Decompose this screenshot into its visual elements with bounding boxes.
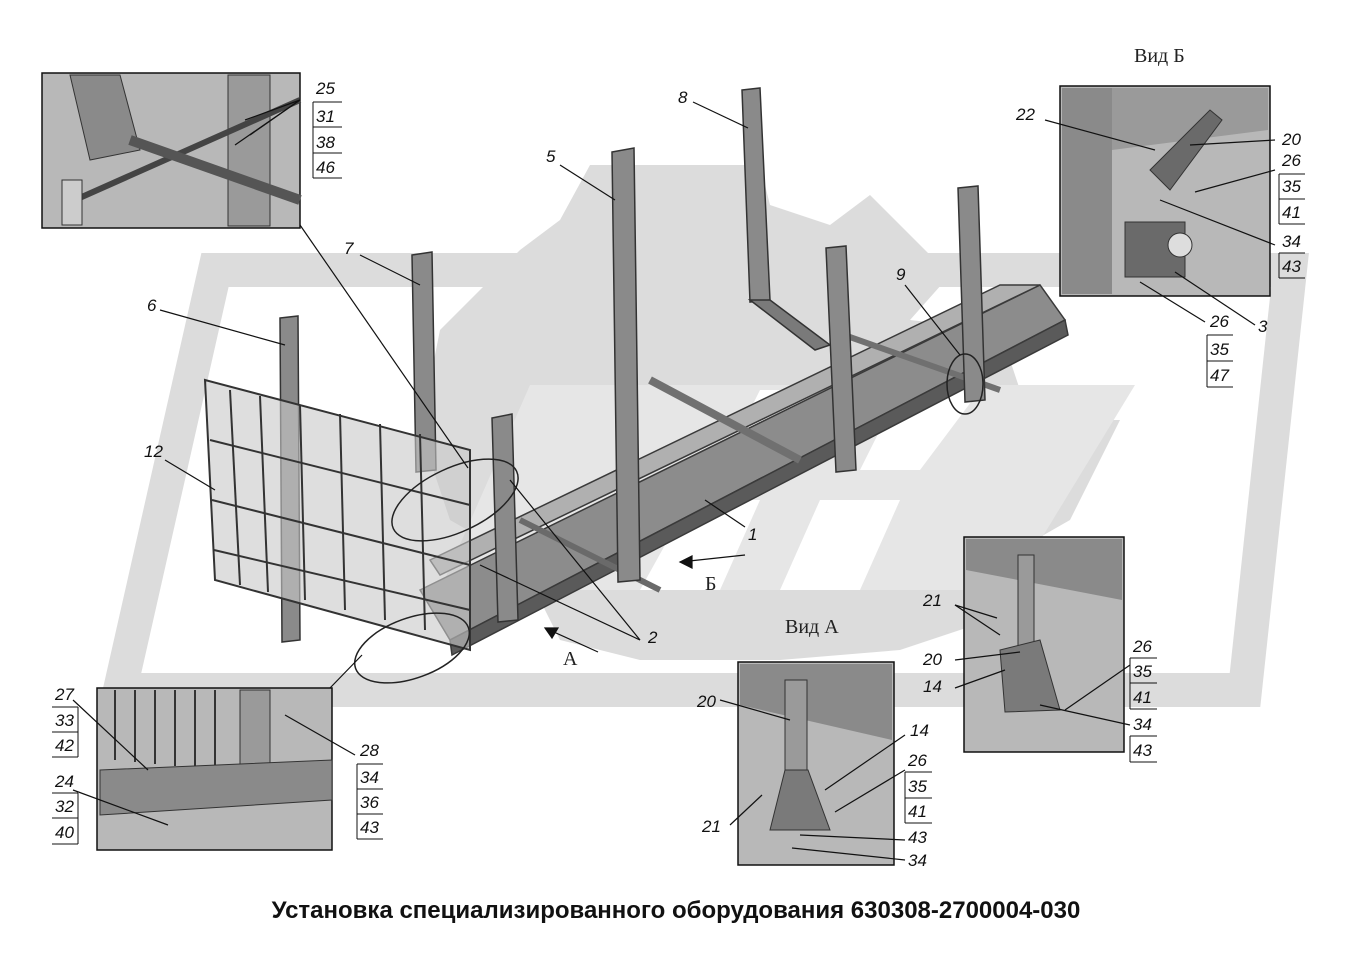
main-frame — [418, 284, 1069, 657]
callout-40: 40 — [55, 823, 74, 842]
callout-vb-35b: 35 — [1210, 340, 1229, 359]
callout-vb-43: 43 — [1282, 257, 1301, 276]
callout-vb-35: 35 — [1282, 177, 1301, 196]
callout-va-26: 26 — [907, 751, 927, 770]
inset-view-b — [1059, 85, 1271, 297]
callout-va-41: 41 — [908, 802, 927, 821]
callout-5: 5 — [546, 147, 556, 166]
callout-25: 25 — [315, 79, 335, 98]
callout-36: 36 — [360, 793, 379, 812]
callout-7: 7 — [344, 239, 354, 258]
callout-dr-34: 34 — [1133, 715, 1152, 734]
callout-dr-43: 43 — [1133, 741, 1152, 760]
callout-bl-34: 34 — [360, 768, 379, 787]
arrow-label-b: Б — [705, 573, 716, 595]
callout-va-34: 34 — [908, 851, 927, 870]
callout-bl-43: 43 — [360, 818, 379, 837]
stack-bottom-left: 27 33 42 24 32 40 28 34 36 43 — [52, 685, 383, 845]
inset-detail-right — [963, 536, 1125, 753]
callout-vb-26: 26 — [1281, 151, 1301, 170]
highlight-ellipses — [353, 353, 984, 684]
inset-view-a — [737, 661, 895, 866]
callout-vb-20: 20 — [1281, 130, 1301, 149]
callout-vb-41: 41 — [1282, 203, 1301, 222]
main-callouts: 1 2 3 5 6 7 8 9 12 — [144, 88, 1268, 647]
callout-vb-22: 22 — [1015, 105, 1035, 124]
callout-dr-26: 26 — [1132, 637, 1152, 656]
callout-dr-14: 14 — [923, 677, 942, 696]
callout-1: 1 — [748, 525, 757, 544]
stack-view-a: 20 14 26 35 41 21 43 34 — [696, 692, 932, 870]
callout-6: 6 — [147, 296, 157, 315]
leader-lines — [72, 99, 1276, 861]
callout-vb-26b: 26 — [1209, 312, 1229, 331]
view-a-title: Вид А — [785, 616, 839, 638]
callout-va-43: 43 — [908, 828, 927, 847]
drawing-title: Установка специализированного оборудован… — [271, 897, 1081, 924]
callout-dr-21: 21 — [922, 591, 942, 610]
callout-8: 8 — [678, 88, 688, 107]
callout-vb-34: 34 — [1282, 232, 1301, 251]
callout-31: 31 — [316, 107, 335, 126]
callout-27: 27 — [54, 685, 74, 704]
callout-42: 42 — [55, 736, 74, 755]
callout-dr-41: 41 — [1133, 688, 1152, 707]
callout-28: 28 — [359, 741, 379, 760]
callout-va-20: 20 — [696, 692, 716, 711]
callout-24: 24 — [54, 772, 74, 791]
callout-dr-35: 35 — [1133, 662, 1152, 681]
callout-9: 9 — [896, 265, 906, 284]
callout-va-21: 21 — [701, 817, 721, 836]
callout-32: 32 — [55, 797, 74, 816]
front-shield — [203, 378, 471, 652]
callout-dr-20: 20 — [922, 650, 942, 669]
inset-top-left — [41, 72, 302, 229]
callout-12: 12 — [144, 442, 163, 461]
callout-vb-47: 47 — [1210, 366, 1229, 385]
callout-va-35: 35 — [908, 777, 927, 796]
callout-33: 33 — [55, 711, 74, 730]
callout-46: 46 — [316, 158, 335, 177]
callout-va-14: 14 — [910, 721, 929, 740]
stack-inset-tl: 25 31 38 46 — [312, 79, 342, 179]
callout-38: 38 — [316, 133, 335, 152]
stack-view-b: 22 20 26 35 41 34 43 26 35 47 — [1015, 105, 1305, 388]
callout-3: 3 — [1258, 317, 1268, 336]
stack-detail-right: 21 20 14 26 35 41 34 43 — [922, 591, 1157, 763]
view-b-title: Вид Б — [1134, 45, 1185, 67]
arrow-label-a: А — [563, 648, 578, 670]
inset-bottom-left — [96, 687, 333, 851]
callout-2: 2 — [647, 628, 658, 647]
